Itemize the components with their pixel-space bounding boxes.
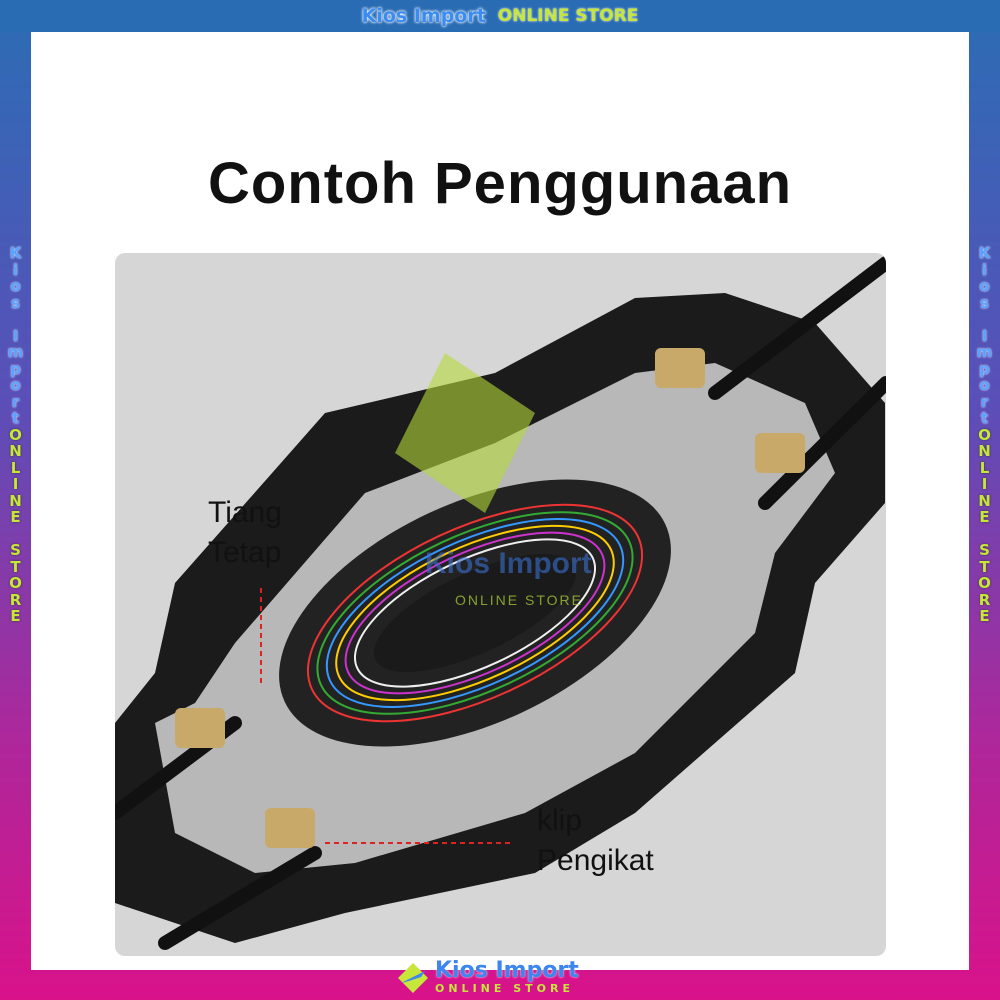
side-letter: i: [12, 260, 19, 279]
side-letter: O: [9, 574, 22, 592]
side-letter: s: [11, 293, 20, 312]
side-letter: s: [980, 293, 989, 312]
side-letter: T: [979, 557, 990, 576]
side-letter: S: [979, 541, 990, 559]
side-letter: [13, 311, 18, 328]
side-letter: o: [10, 376, 21, 394]
side-letter: N: [9, 491, 22, 510]
side-letter: E: [10, 508, 21, 526]
side-letter: o: [10, 277, 21, 295]
side-letter: p: [979, 359, 990, 378]
side-letter: m: [7, 343, 24, 361]
side-letter: I: [981, 326, 988, 345]
fiber-closure-illustration: Kios Import ONLINE STORE: [115, 256, 886, 950]
side-letter: R: [9, 590, 22, 609]
side-letter: E: [979, 508, 990, 526]
side-letter: o: [979, 376, 990, 394]
side-letter: [982, 526, 987, 543]
side-letter: o: [979, 277, 990, 295]
side-letter: r: [980, 392, 989, 411]
side-letter: I: [12, 326, 19, 345]
side-letter: L: [10, 458, 21, 477]
side-letter: N: [978, 442, 991, 460]
banner-brand: Kios Import: [361, 5, 486, 27]
label-klip-line1: klip: [537, 804, 583, 837]
label-klip-line2: Pengikat: [537, 844, 654, 877]
side-letter: I: [981, 475, 988, 493]
label-tiang-line1: Tiang: [208, 496, 282, 529]
label-tiang-tetap: Tiang Tetap: [208, 493, 282, 573]
page-title: Contoh Penggunaan: [207, 151, 793, 216]
side-letter: E: [10, 607, 21, 625]
side-letter: I: [12, 475, 19, 493]
watermark-tagline: ONLINE STORE: [455, 592, 583, 608]
footer-tagline: ONLINE STORE: [435, 982, 574, 995]
label-tiang-line2: Tetap: [208, 536, 282, 569]
side-letter: O: [978, 574, 991, 592]
label-klip-pengikat: klip Pengikat: [537, 801, 654, 881]
side-letter: r: [11, 392, 20, 411]
side-letter: N: [9, 442, 22, 460]
side-letter: L: [979, 458, 990, 477]
product-photo: Kios Import ONLINE STORE: [115, 253, 886, 956]
side-letter: O: [9, 425, 22, 444]
banner-tagline: ONLINE STORE: [497, 6, 639, 26]
side-letter: m: [976, 343, 993, 361]
side-letter: N: [978, 491, 991, 510]
footer-brand: Kios Import: [435, 958, 579, 983]
top-banner: Kios Import ONLINE STORE: [0, 0, 1000, 32]
side-letter: t: [11, 409, 20, 427]
side-letter: p: [10, 359, 21, 378]
side-letter: [13, 526, 18, 543]
side-letter: i: [981, 260, 988, 279]
side-letter: S: [10, 541, 21, 559]
side-letter: K: [978, 244, 991, 262]
side-letter: R: [978, 590, 991, 609]
side-letter: K: [9, 244, 22, 262]
side-letter: [982, 311, 987, 328]
side-letter: O: [978, 425, 991, 444]
side-letter: T: [10, 557, 21, 576]
side-letter: E: [979, 607, 990, 625]
footer-logo: Kios Import ONLINE STORE: [395, 960, 579, 995]
watermark-brand: Kios Import: [425, 547, 592, 580]
logo-plane-icon: [398, 962, 428, 993]
side-letter: t: [980, 409, 989, 427]
